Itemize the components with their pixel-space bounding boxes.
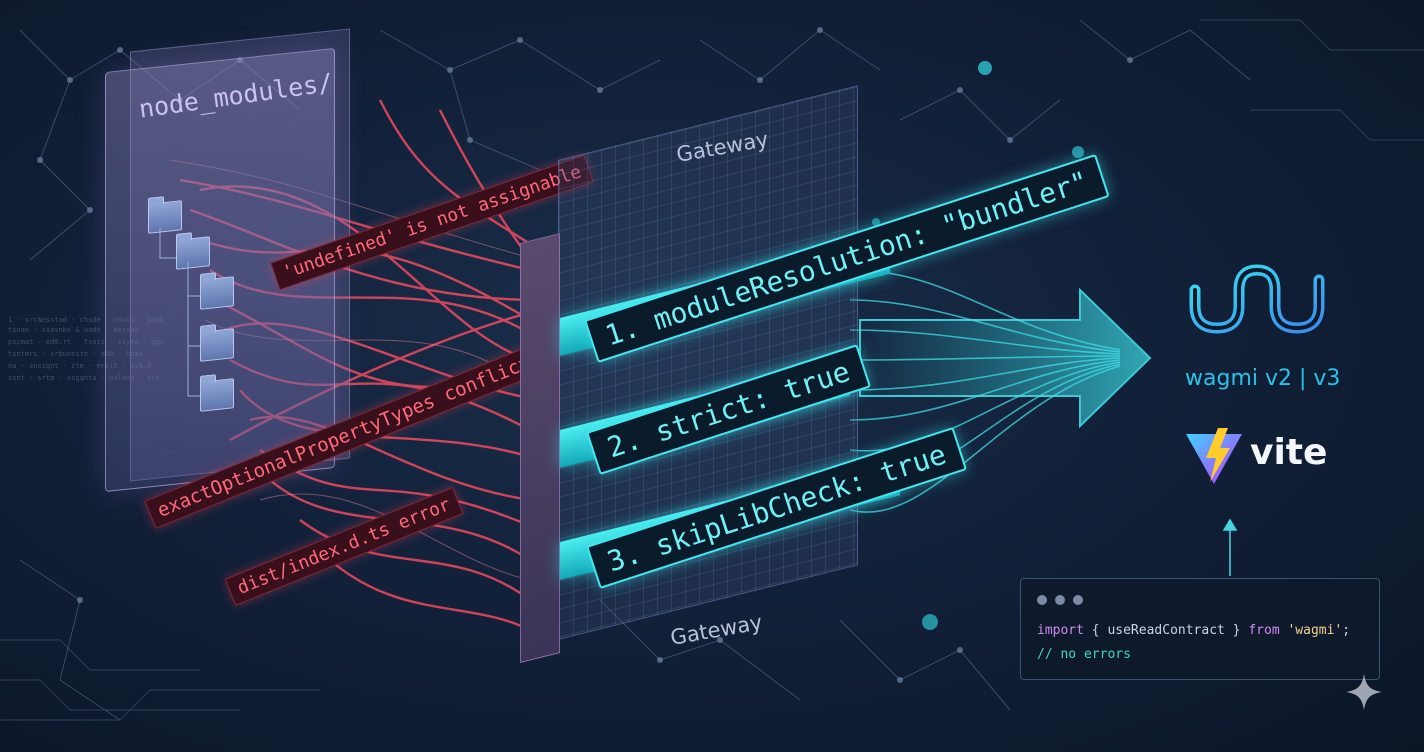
folder-icon xyxy=(148,200,182,234)
glow-nodes xyxy=(872,61,1084,630)
svg-text:tsntmrs - srbuoeste - d0b - bc: tsntmrs - srbuoeste - d0b - bcaa - xyxy=(8,350,151,358)
vite-label: vite xyxy=(1250,432,1328,473)
code-import-line: import { useReadContract } from 'wagmi'; xyxy=(1037,623,1350,638)
gateway-wall-front xyxy=(520,233,560,663)
wagmi-icon xyxy=(1189,264,1325,334)
circuit-traces xyxy=(0,19,1424,721)
code-keyword-import: import xyxy=(1037,623,1084,638)
svg-text:tsnan - ssasnbe & wadn - messa: tsnan - ssasnbe & wadn - messar xyxy=(8,326,139,334)
flow-arrow xyxy=(859,287,1152,429)
network-nodes xyxy=(37,27,1133,683)
code-brace-open: { xyxy=(1083,623,1108,638)
code-brace-close: } xyxy=(1224,623,1249,638)
folder-icon xyxy=(200,378,234,412)
vite-icon xyxy=(1186,428,1242,484)
folder-icon xyxy=(200,276,234,310)
code-comment-line: // no errors xyxy=(1037,647,1131,662)
svg-text:na - snsiqnt - ctm - ensit - s: na - snsiqnt - ctm - ensit - sv0.d xyxy=(8,362,151,370)
wagmi-label: wagmi v2 | v3 xyxy=(1185,366,1341,391)
up-arrow xyxy=(1222,518,1238,576)
folder-icon xyxy=(200,328,234,362)
code-card: import { useReadContract } from 'wagmi';… xyxy=(1020,578,1380,680)
code-keyword-from: from xyxy=(1248,623,1280,638)
svg-text:ssnt - srtm - ssgqnta - buldea: ssnt - srtm - ssgqnta - buldea - erm xyxy=(8,374,160,382)
svg-text:1 - srcNesstad - chsde - roots: 1 - srcNesstad - chsde - roots - paak - xyxy=(8,316,172,324)
window-dot-icon xyxy=(1055,595,1065,605)
folder-icon xyxy=(176,236,210,270)
svg-text:pscmat - ed0.rt - tsnis - isyt: pscmat - ed0.rt - tsnis - isyte - ggs xyxy=(8,338,164,346)
code-module-string: 'wagmi' xyxy=(1287,623,1343,638)
sparkle-icon xyxy=(1346,674,1382,710)
window-dot-icon xyxy=(1037,595,1047,605)
window-dot-icon xyxy=(1073,595,1083,605)
code-semicolon: ; xyxy=(1342,623,1351,638)
faint-code: 1 - srcNesstad - chsde - roots - paak - … xyxy=(8,316,172,382)
code-identifier: useReadContract xyxy=(1107,623,1225,638)
